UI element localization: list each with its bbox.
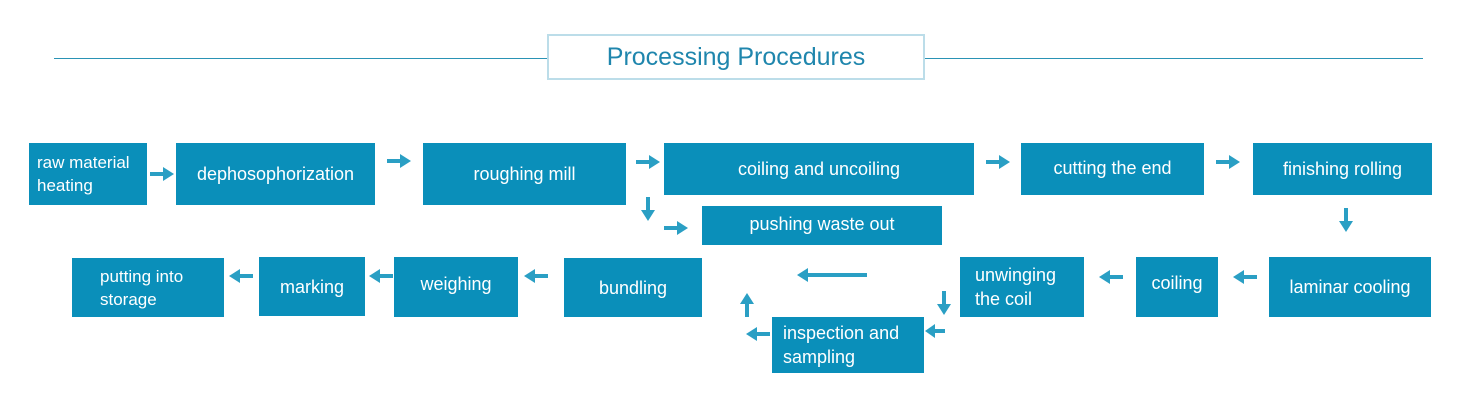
step-bundling: bundling: [564, 258, 702, 317]
step-roughing-mill: roughing mill: [423, 143, 626, 205]
arrow-right-icon: [387, 154, 411, 168]
arrow-right-icon: [1216, 155, 1240, 169]
step-label: marking: [279, 276, 345, 297]
step-label: pushing waste out: [749, 214, 895, 234]
arrow-left-icon: [1233, 270, 1257, 284]
step-weighing: weighing: [394, 257, 518, 317]
step-label: laminar cooling: [1289, 277, 1411, 297]
arrow-left-icon: [524, 269, 548, 283]
step-coiling: coiling: [1136, 257, 1218, 317]
step-label: putting into storage: [100, 266, 184, 309]
arrow-left-icon: [925, 324, 945, 338]
step-label: finishing rolling: [1282, 159, 1403, 179]
page-title-text: Processing Procedures: [606, 42, 866, 71]
step-dephosophorization: dephosophorization: [176, 143, 375, 205]
arrow-left-icon: [1099, 270, 1123, 284]
arrow-right-icon: [150, 167, 174, 181]
step-finishing-rolling: finishing rolling: [1253, 143, 1432, 195]
arrow-up-icon: [740, 293, 754, 317]
arrow-left-icon: [369, 269, 393, 283]
arrow-right-icon: [636, 155, 660, 169]
step-laminar-cooling: laminar cooling: [1269, 257, 1431, 317]
step-label: cutting the end: [1053, 158, 1172, 178]
step-label: coiling and uncoiling: [737, 159, 901, 179]
step-label: bundling: [598, 277, 668, 298]
step-pushing-waste-out: pushing waste out: [702, 206, 942, 245]
title-rule-right: [925, 58, 1423, 59]
step-label: roughing mill: [473, 164, 576, 184]
step-label: dephosophorization: [196, 164, 355, 184]
step-label: coiling: [1151, 273, 1203, 293]
step-coiling-and-uncoiling: coiling and uncoiling: [664, 143, 974, 195]
step-label: raw material heating: [37, 153, 130, 195]
step-cutting-the-end: cutting the end: [1021, 143, 1204, 195]
step-unwinging-the-coil: unwinging the coil: [960, 257, 1084, 317]
step-label: inspection and sampling: [783, 323, 900, 367]
title-rule-left: [54, 58, 547, 59]
step-putting-into-storage: putting into storage: [72, 258, 224, 317]
arrow-down-icon: [1339, 208, 1353, 232]
arrow-down-icon: [937, 291, 951, 315]
arrow-left-icon: [797, 268, 867, 282]
step-inspection-and-sampling: inspection and sampling: [772, 317, 924, 373]
arrow-right-icon: [986, 155, 1010, 169]
arrow-right-icon: [664, 221, 688, 235]
page-title: Processing Procedures: [547, 34, 925, 80]
arrow-left-icon: [746, 327, 770, 341]
step-raw-material-heating: raw material heating: [29, 143, 147, 205]
arrow-left-icon: [229, 269, 253, 283]
arrow-down-icon: [641, 197, 655, 221]
step-label: weighing: [420, 274, 492, 294]
step-marking: marking: [259, 257, 365, 316]
step-label: unwinging the coil: [975, 265, 1057, 309]
